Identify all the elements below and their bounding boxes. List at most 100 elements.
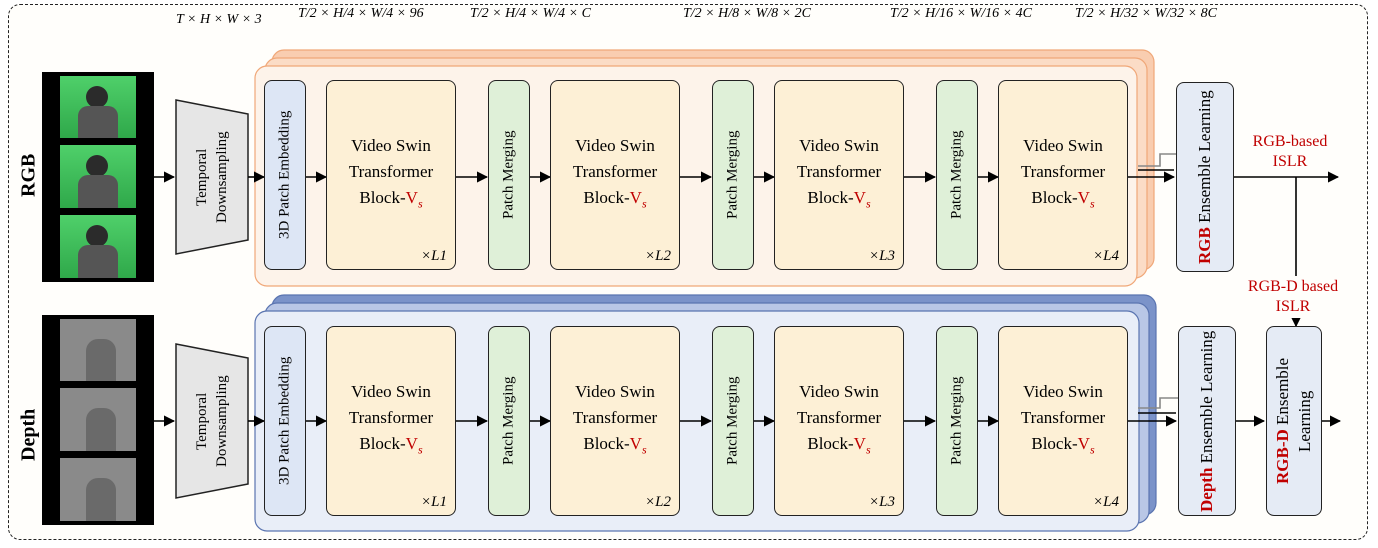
- arrow: [1138, 148, 1192, 167]
- block-prefix: Block-: [583, 188, 630, 208]
- depth-swin-block-3: Video Swin Transformer Block-Vs ×L3: [774, 326, 904, 516]
- depth-swin-block-2: Video Swin Transformer Block-Vs ×L2: [550, 326, 680, 516]
- repeat-l1: ×L1: [421, 494, 447, 510]
- patch-embedding-label: 3D Patch Embedding: [276, 110, 293, 240]
- version-sub: s: [641, 442, 647, 457]
- ensemble-rgb-bold: RGB: [1195, 227, 1214, 264]
- rgb-islr-line1: RGB-based: [1252, 133, 1328, 150]
- block-prefix: Block-: [807, 188, 854, 208]
- swin-block-text: Video Swin Transformer Block-Vs: [349, 133, 433, 216]
- version-v: V: [629, 434, 642, 454]
- rgb-temporal-label: Temporal Downsampling: [194, 131, 230, 223]
- signer-body: [78, 175, 118, 208]
- swin-line1: Video Swin: [1023, 136, 1103, 156]
- swin-line3: Block-Vs: [573, 185, 657, 216]
- ensemble-depth-bold: Depth: [1197, 467, 1216, 512]
- repeat-l3-value: L3: [879, 248, 895, 264]
- repeat-l3: ×L3: [869, 494, 895, 510]
- repeat-l4-value: L4: [1103, 494, 1119, 510]
- swin-line1: Video Swin: [575, 382, 655, 402]
- swin-line2: Transformer: [572, 162, 658, 182]
- block-prefix: Block-: [359, 188, 406, 208]
- depth-patch-merging-3: Patch Merging: [936, 326, 978, 516]
- rgbd-islr-line1: RGB-D based: [1247, 278, 1339, 295]
- dim-embed: T/2 × H/4 × W/4 × 96: [298, 6, 424, 21]
- swin-line2: Transformer: [796, 162, 882, 182]
- patch-merging-label: Patch Merging: [724, 130, 741, 220]
- rgb-swin-block-1: Video Swin Transformer Block-Vs ×L1: [326, 80, 456, 270]
- rgb-temporal-trapezoid: [175, 99, 249, 255]
- version-sub: s: [417, 442, 423, 457]
- depth-figure: [86, 339, 116, 381]
- rgb-islr-output-label: RGB-based ISLR: [1236, 130, 1344, 174]
- ensemble-word: Ensemble: [1273, 357, 1292, 426]
- patch-embedding-label: 3D Patch Embedding: [276, 356, 293, 486]
- swin-line1: Video Swin: [1023, 382, 1103, 402]
- swin-line1: Video Swin: [575, 136, 655, 156]
- repeat-l3-value: L3: [879, 494, 895, 510]
- swin-line3: Block-Vs: [1021, 431, 1105, 462]
- repeat-l2: ×L2: [645, 494, 671, 510]
- version-sub: s: [641, 196, 647, 211]
- rgb-frame-3: [60, 215, 136, 278]
- signer-figure: [86, 86, 108, 108]
- block-prefix: Block-: [1031, 188, 1078, 208]
- version-sub: s: [865, 196, 871, 211]
- repeat-l2: ×L2: [645, 248, 671, 264]
- version-sub: s: [417, 196, 423, 211]
- depth-figure: [86, 478, 116, 521]
- swin-line3: Block-Vs: [1021, 185, 1105, 216]
- rgbd-islr-line2: ISLR: [1275, 298, 1311, 315]
- signer-body: [78, 245, 118, 278]
- learning-word: Learning: [1195, 90, 1214, 152]
- rgb-patch-merging-3: Patch Merging: [936, 80, 978, 270]
- rgb-patch-embedding: 3D Patch Embedding: [264, 80, 306, 270]
- repeat-l1-value: L1: [431, 248, 447, 264]
- swin-line2: Transformer: [1020, 162, 1106, 182]
- swin-block-text: Video Swin Transformer Block-Vs: [573, 133, 657, 216]
- version-v: V: [629, 188, 642, 208]
- swin-line3: Block-Vs: [349, 185, 433, 216]
- depth-frame-3: [60, 458, 136, 521]
- version-v: V: [405, 188, 418, 208]
- ensemble-text: Depth Ensemble Learning: [1196, 330, 1218, 511]
- rgbd-islr-output-label: RGB-D based ISLR: [1238, 276, 1348, 318]
- learning-word: Learning: [1197, 330, 1216, 392]
- swin-line2: Transformer: [1020, 408, 1106, 428]
- rgb-video-frames: [42, 72, 154, 282]
- arrow: [1138, 392, 1192, 409]
- dim-stage3: T/2 × H/16 × W/16 × 4C: [890, 6, 1032, 21]
- patch-merging-label: Patch Merging: [948, 376, 965, 466]
- depth-figure: [86, 408, 116, 451]
- swin-line2: Transformer: [348, 162, 434, 182]
- depth-video-frames: [42, 315, 154, 525]
- block-prefix: Block-: [359, 434, 406, 454]
- repeat-l2-value: L2: [655, 248, 671, 264]
- depth-ensemble-learning: Depth Ensemble Learning: [1178, 326, 1236, 516]
- version-v: V: [1077, 434, 1090, 454]
- version-sub: s: [1089, 196, 1095, 211]
- version-sub: s: [1089, 442, 1095, 457]
- version-v: V: [853, 434, 866, 454]
- rgb-frame-2: [60, 145, 136, 208]
- depth-frame-1: [60, 319, 136, 381]
- swin-block-text: Video Swin Transformer Block-Vs: [349, 379, 433, 462]
- signer-body: [78, 106, 118, 138]
- swin-block-text: Video Swin Transformer Block-Vs: [573, 379, 657, 462]
- rgb-patch-merging-1: Patch Merging: [488, 80, 530, 270]
- dim-stage4: T/2 × H/32 × W/32 × 8C: [1075, 6, 1217, 21]
- rgb-swin-block-4: Video Swin Transformer Block-Vs ×L4: [998, 80, 1128, 270]
- depth-frame-2: [60, 388, 136, 451]
- block-prefix: Block-: [807, 434, 854, 454]
- repeat-l1-value: L1: [431, 494, 447, 510]
- rgb-swin-block-2: Video Swin Transformer Block-Vs ×L2: [550, 80, 680, 270]
- version-v: V: [853, 188, 866, 208]
- depth-temporal-label: Temporal Downsampling: [194, 375, 230, 467]
- patch-merging-label: Patch Merging: [500, 130, 517, 220]
- rgb-islr-line2: ISLR: [1272, 153, 1308, 170]
- patch-merging-label: Patch Merging: [948, 130, 965, 220]
- swin-line1: Video Swin: [351, 136, 431, 156]
- dim-input: T × H × W × 3: [176, 12, 262, 27]
- dim-stage2: T/2 × H/8 × W/8 × 2C: [683, 6, 811, 21]
